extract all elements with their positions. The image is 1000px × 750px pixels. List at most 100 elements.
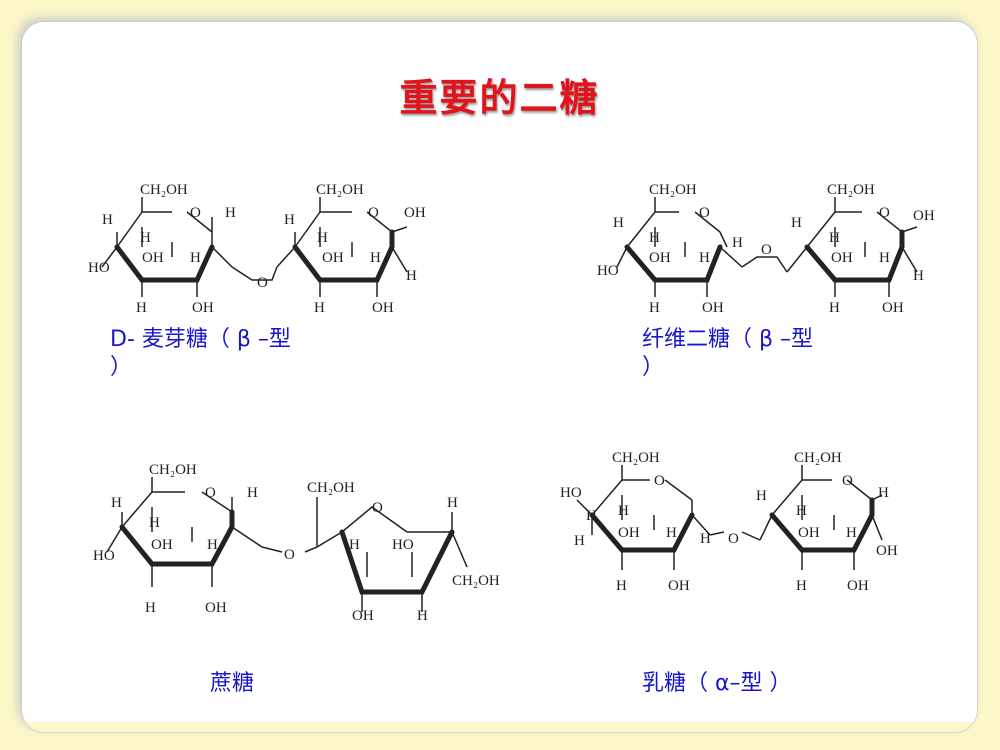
h-label: H	[618, 503, 629, 519]
ring-oxygen-label: O	[205, 485, 216, 501]
h-label: H	[314, 300, 325, 316]
oh-label: OH	[151, 537, 173, 553]
h-label: H	[699, 250, 710, 266]
oh-label: OH	[205, 600, 227, 616]
maltose-structure: CH₂OH O H H H OH H HO H OH O H CH₂OH O O…	[88, 182, 426, 316]
h-label: H	[145, 600, 156, 616]
h-label: H	[791, 215, 802, 231]
slide: 重要的二糖	[22, 22, 977, 732]
lactose-caption: 乳糖（ α–型 ）	[642, 671, 792, 696]
sucrose-caption: 蔗糖	[210, 671, 255, 696]
maltose-caption-line2: ）	[110, 355, 133, 380]
cellobiose-caption-line1: 纤维二糖（ β –型	[642, 327, 814, 352]
ch2oh-label: CH₂OH	[827, 182, 875, 198]
h-label: H	[190, 250, 201, 266]
slide-title: 重要的二糖	[399, 76, 600, 120]
ch2oh-label: CH₂OH	[612, 450, 660, 466]
oh-label: OH	[882, 300, 904, 316]
ho-label: HO	[392, 537, 414, 553]
oh-label: OH	[798, 525, 820, 541]
h-label: H	[140, 230, 151, 246]
h-label: H	[913, 268, 924, 284]
cellobiose-ring-left	[616, 197, 743, 297]
maltose-caption-line1: D- 麦芽糖（ β –型	[110, 327, 291, 352]
sucrose-structure: CH₂OH O H H H OH H HO H OH O CH₂OH O H H…	[93, 462, 500, 624]
h-label: H	[878, 485, 889, 501]
h-label: H	[586, 508, 597, 524]
h-label: H	[284, 212, 295, 228]
h-label: H	[796, 578, 807, 594]
maltose-caption: D- 麦芽糖（ β –型 ）	[110, 326, 291, 382]
ring-oxygen-label: O	[879, 205, 890, 221]
ho-label: HO	[560, 485, 582, 501]
h-label: H	[666, 525, 677, 541]
h-label: H	[406, 268, 417, 284]
oh-label: OH	[322, 250, 344, 266]
glycosidic-oxygen-label: O	[257, 275, 268, 291]
h-label: H	[649, 300, 660, 316]
glycosidic-oxygen-label: O	[284, 547, 295, 563]
cellobiose-ring-right	[786, 197, 918, 297]
ring-oxygen-label: O	[699, 205, 710, 221]
ring-oxygen-label: O	[372, 500, 383, 516]
h-label: H	[447, 495, 458, 511]
oh-label: OH	[404, 205, 426, 221]
oh-label: OH	[618, 525, 640, 541]
h-label: H	[370, 250, 381, 266]
ch2oh-label: CH₂OH	[649, 182, 697, 198]
ho-label: HO	[88, 260, 110, 276]
glycosidic-oxygen-label: O	[761, 242, 772, 258]
h-label: H	[756, 488, 767, 504]
ho-label: HO	[93, 548, 115, 564]
maltose-ring-right	[276, 197, 408, 297]
h-label: H	[616, 578, 627, 594]
lactose-glucose-ring	[759, 465, 883, 570]
oh-label: OH	[192, 300, 214, 316]
oh-label: OH	[649, 250, 671, 266]
ho-label: HO	[597, 263, 619, 279]
ch2oh-label: CH₂OH	[452, 573, 500, 589]
cellobiose-caption: 纤维二糖（ β –型 ）	[642, 326, 813, 382]
lactose-galactose-ring	[576, 465, 711, 570]
h-label: H	[417, 608, 428, 624]
ring-oxygen-label: O	[842, 473, 853, 489]
h-label: H	[574, 533, 585, 549]
ch2oh-label: CH₂OH	[794, 450, 842, 466]
ch2oh-label: CH₂OH	[307, 480, 355, 496]
oh-label: OH	[352, 608, 374, 624]
h-label: H	[111, 495, 122, 511]
h-label: H	[102, 212, 113, 228]
oh-label: OH	[913, 208, 935, 224]
h-label: H	[613, 215, 624, 231]
ring-oxygen-label: O	[654, 473, 665, 489]
ch2oh-label: CH₂OH	[316, 182, 364, 198]
h-label: H	[136, 300, 147, 316]
h-label: H	[349, 537, 360, 553]
glycosidic-oxygen-label: O	[728, 531, 739, 547]
cellobiose-caption-line2: ）	[642, 355, 665, 380]
h-label: H	[846, 525, 857, 541]
h-label: H	[879, 250, 890, 266]
h-label: H	[829, 300, 840, 316]
maltose-ring-left	[101, 197, 233, 297]
oh-label: OH	[876, 543, 898, 559]
h-label: H	[649, 230, 660, 246]
ring-oxygen-label: O	[368, 205, 379, 221]
h-label: H	[207, 537, 218, 553]
h-label: H	[317, 230, 328, 246]
cellobiose-structure: CH₂OH O H H OH H H HO H OH O H CH₂OH O O…	[597, 182, 935, 316]
oh-label: OH	[831, 250, 853, 266]
h-label: H	[796, 503, 807, 519]
h-label: H	[149, 515, 160, 531]
h-label: H	[700, 531, 711, 547]
h-label: H	[225, 205, 236, 221]
sucrose-glucose-ring	[106, 477, 263, 587]
sucrose-fructose-ring	[316, 497, 468, 612]
h-label: H	[829, 230, 840, 246]
oh-label: OH	[668, 578, 690, 594]
oh-label: OH	[142, 250, 164, 266]
ch2oh-label: CH₂OH	[140, 182, 188, 198]
oh-label: OH	[847, 578, 869, 594]
slide-bottom-band	[22, 722, 977, 732]
h-label: H	[732, 235, 743, 251]
